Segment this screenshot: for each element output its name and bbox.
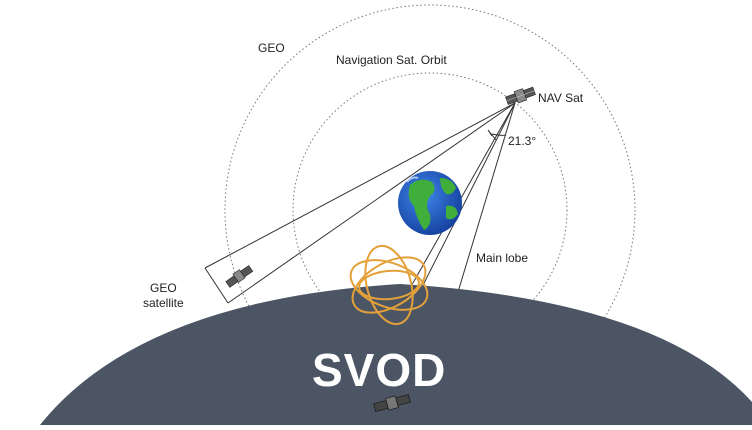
svod-body (40, 284, 752, 425)
geo-orbit-label: GEO (258, 41, 285, 55)
geo-satellite-label-line2: satellite (143, 296, 184, 310)
nav-sat-label: NAV Sat (538, 91, 584, 105)
geo-satellite-beam (204, 102, 516, 304)
atom-orbits-icon (349, 244, 429, 326)
angle-arc (487, 129, 497, 141)
svod-label: SVOD (312, 344, 446, 396)
earth-icon (398, 171, 462, 235)
nav-satellite-icon (505, 86, 536, 105)
svod-satellite-icon (373, 394, 411, 412)
geo-orbit (224, 4, 636, 416)
angle-label: 21.3° (508, 134, 536, 148)
geo-satellite-label-line1: GEO (150, 281, 177, 295)
geo-satellite-icon (225, 265, 254, 288)
navigation-orbit (292, 72, 568, 348)
main-lobe-label: Main lobe (476, 251, 528, 265)
navigation-orbit-label: Navigation Sat. Orbit (336, 53, 447, 67)
